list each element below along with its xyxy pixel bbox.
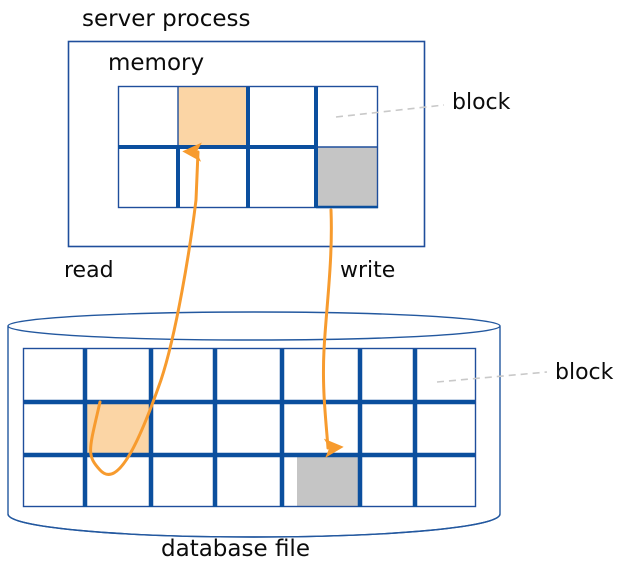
write-arrow-label: write bbox=[340, 258, 396, 283]
memory-grid bbox=[117, 85, 379, 209]
cylinder-body bbox=[7, 326, 501, 538]
write-arrow bbox=[321, 208, 344, 458]
database-file-label: database file bbox=[161, 536, 310, 562]
database-block-callout-label: block bbox=[555, 360, 614, 385]
memory-block-callout-label: block bbox=[452, 90, 511, 115]
database-cell-gray bbox=[297, 455, 360, 506]
server-process-label: server process bbox=[82, 6, 251, 32]
cylinder-bottom-arc bbox=[7, 513, 501, 538]
cylinder-top-ellipse bbox=[7, 311, 501, 341]
memory-cell-orange bbox=[178, 87, 248, 147]
database-cylinder bbox=[7, 311, 501, 538]
database-cell-orange bbox=[85, 402, 151, 455]
read-arrow-label: read bbox=[64, 258, 114, 283]
read-arrow bbox=[89, 142, 202, 476]
memory-block-leader-line bbox=[335, 104, 445, 118]
memory-label: memory bbox=[108, 50, 205, 76]
database-grid-outline bbox=[22, 347, 477, 508]
database-grid bbox=[22, 347, 477, 508]
database-block-leader-line bbox=[436, 371, 548, 383]
memory-cell-gray bbox=[316, 147, 378, 208]
